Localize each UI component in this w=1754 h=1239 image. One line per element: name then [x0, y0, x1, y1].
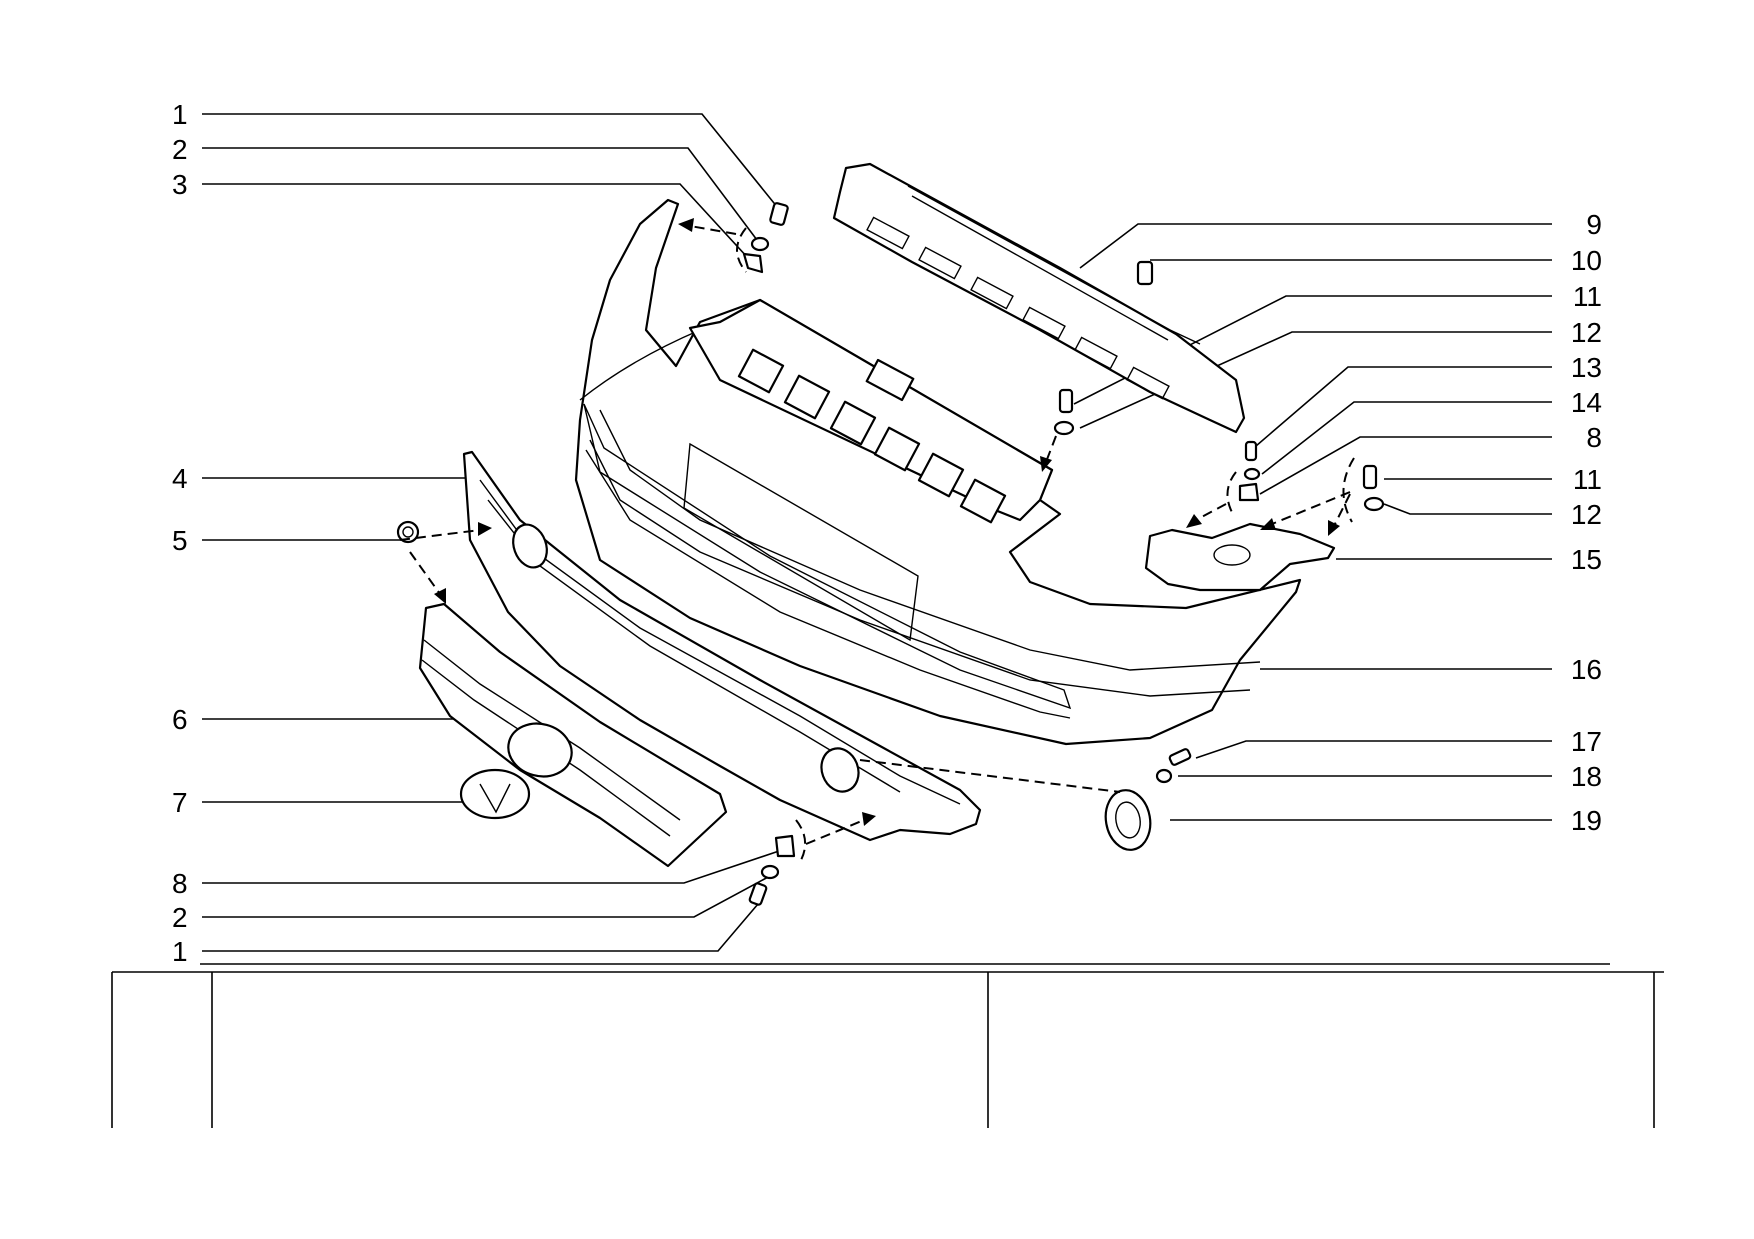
bracket-icon	[742, 252, 764, 274]
bolt-icon	[1168, 748, 1192, 766]
leader-14	[1261, 401, 1552, 475]
bumper-cover	[574, 198, 1302, 746]
leader-3	[202, 183, 749, 259]
callout-17: 17	[1571, 726, 1602, 757]
washer-icon	[750, 236, 770, 252]
leader-13	[1255, 366, 1552, 447]
leader-12-top	[1079, 331, 1552, 429]
leader-8-bottom	[202, 849, 783, 884]
bolt-icon	[1058, 388, 1074, 414]
left-callouts: 1 2 3 4 5 6 7 8 2 1	[172, 99, 188, 967]
assembly-arrows	[399, 218, 1355, 863]
leader-17	[1195, 740, 1552, 759]
vent-window	[829, 400, 877, 446]
grille-frame	[462, 450, 982, 842]
callout-8-bottom: 8	[172, 868, 188, 899]
callout-1-bottom: 1	[172, 936, 188, 967]
leader-12-bottom	[1383, 503, 1552, 515]
fasteners	[742, 202, 1385, 906]
emblem-clip-icon	[396, 520, 420, 544]
callout-15: 15	[1571, 544, 1602, 575]
callout-11-bottom: 11	[1573, 464, 1602, 495]
title-block-frame	[111, 963, 1664, 1128]
callout-13: 13	[1571, 352, 1602, 383]
callout-12-bottom: 12	[1571, 499, 1602, 530]
left-leader-lines	[202, 113, 783, 952]
callout-4: 4	[172, 463, 188, 494]
callout-6: 6	[172, 704, 188, 735]
callout-1-top: 1	[172, 99, 188, 130]
leader-1-bottom	[202, 903, 759, 952]
tow-hook-cover	[1104, 789, 1152, 851]
bolt-icon	[1244, 440, 1258, 462]
leader-8-right	[1259, 436, 1552, 495]
callout-3: 3	[172, 169, 188, 200]
washer-icon	[760, 864, 780, 880]
vent-window	[873, 426, 921, 472]
callout-8-right: 8	[1586, 422, 1602, 453]
callout-9: 9	[1586, 209, 1602, 240]
bolt-icon	[748, 882, 768, 906]
emblem-opening	[507, 722, 573, 778]
fog-lamp-opening	[512, 523, 548, 569]
callout-10: 10	[1571, 245, 1602, 276]
callout-2-top: 2	[172, 134, 188, 165]
callout-19: 19	[1571, 805, 1602, 836]
callout-16: 16	[1571, 654, 1602, 685]
fog-lamp-opening	[820, 747, 860, 793]
bumper-reinforcement-beam	[832, 162, 1246, 434]
vent-window	[865, 358, 915, 402]
callout-11-top: 11	[1573, 281, 1602, 312]
side-mounting-bracket	[1144, 522, 1336, 592]
license-plate-recess	[683, 442, 919, 642]
callout-7: 7	[172, 787, 188, 818]
vent-window	[917, 452, 965, 498]
vent-window	[783, 374, 831, 420]
washer-icon	[1155, 768, 1173, 784]
radiator-grille	[418, 602, 728, 868]
callout-12-top: 12	[1571, 317, 1602, 348]
emblem-badge	[459, 768, 531, 820]
leader-9	[1079, 223, 1552, 269]
bracket-icon	[774, 834, 796, 858]
bracket-icon	[1238, 482, 1260, 502]
washer-icon	[1053, 420, 1075, 436]
vent-window	[737, 348, 785, 394]
leader-1-top	[202, 113, 779, 209]
leader-2-bottom	[202, 875, 771, 918]
washer-icon	[1363, 496, 1385, 512]
bolt-icon	[1136, 260, 1154, 286]
bolt-icon	[769, 202, 789, 226]
washer-icon	[1243, 467, 1261, 481]
vent-window	[959, 478, 1007, 524]
emblem	[459, 768, 531, 820]
callout-14: 14	[1571, 387, 1602, 418]
right-callouts: 9 10 11 12 13 14 8 11 12 15 16 17 18 19	[1571, 209, 1602, 836]
bolt-icon	[1362, 464, 1378, 490]
callout-5: 5	[172, 525, 188, 556]
callout-2-bottom: 2	[172, 902, 188, 933]
callout-18: 18	[1571, 761, 1602, 792]
leader-2-top	[202, 147, 761, 245]
